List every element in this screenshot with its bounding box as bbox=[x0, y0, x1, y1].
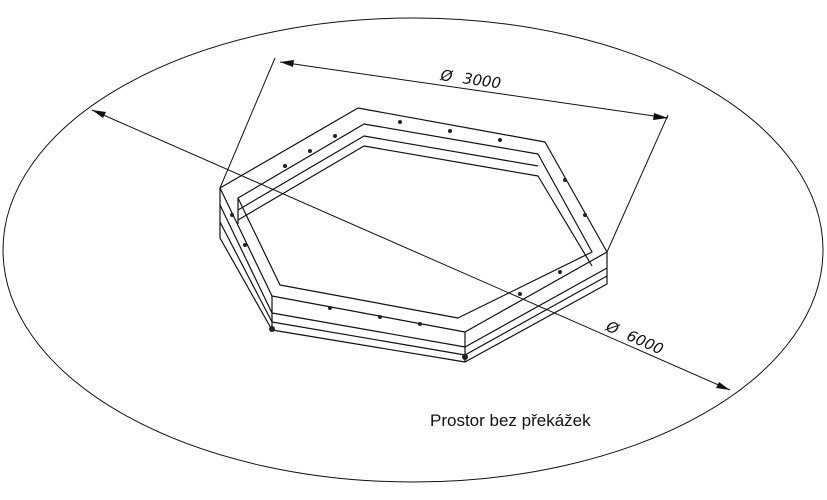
svg-text:Ø 3000: Ø 3000 bbox=[438, 66, 502, 92]
hexagon-frame bbox=[219, 107, 608, 363]
diameter-symbol-inner: Ø bbox=[438, 66, 454, 86]
svg-text:Ø 6000: Ø 6000 bbox=[602, 317, 666, 359]
outer-diameter-dimension: Ø 6000 bbox=[91, 109, 731, 391]
outer-diameter-label: 6000 bbox=[624, 326, 666, 358]
inner-diameter-label: 3000 bbox=[462, 69, 502, 92]
clearance-zone-ellipse bbox=[2, 17, 824, 483]
inner-diameter-dimension: Ø 3000 bbox=[219, 57, 669, 253]
bolt-holes bbox=[230, 120, 587, 360]
clearance-caption: Prostor bez překážek bbox=[430, 411, 591, 430]
